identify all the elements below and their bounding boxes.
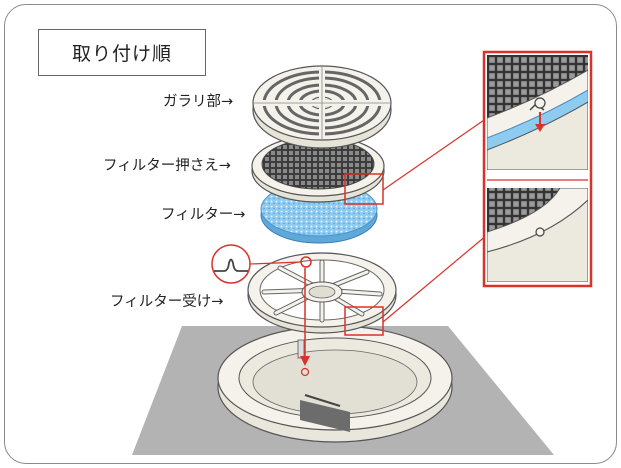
label-filter-holder: フィルター押さえ→ [103,158,231,174]
grille-louver [252,65,392,149]
base-housing [217,325,453,443]
highlight-box-holder [344,173,384,205]
page-title: 取り付け順 [38,29,206,76]
notch-callout [211,244,312,284]
highlight-box-receiver [344,306,384,336]
alignment-arrow [300,268,310,377]
filter-holder [251,135,385,203]
label-filter: フィルター→ [161,207,246,223]
filter-receiver [247,252,397,334]
label-filter-receiver: フィルター受け→ [110,294,224,310]
zoom-detail-panel [482,50,593,288]
label-grille: ガラリ部→ [163,94,234,110]
